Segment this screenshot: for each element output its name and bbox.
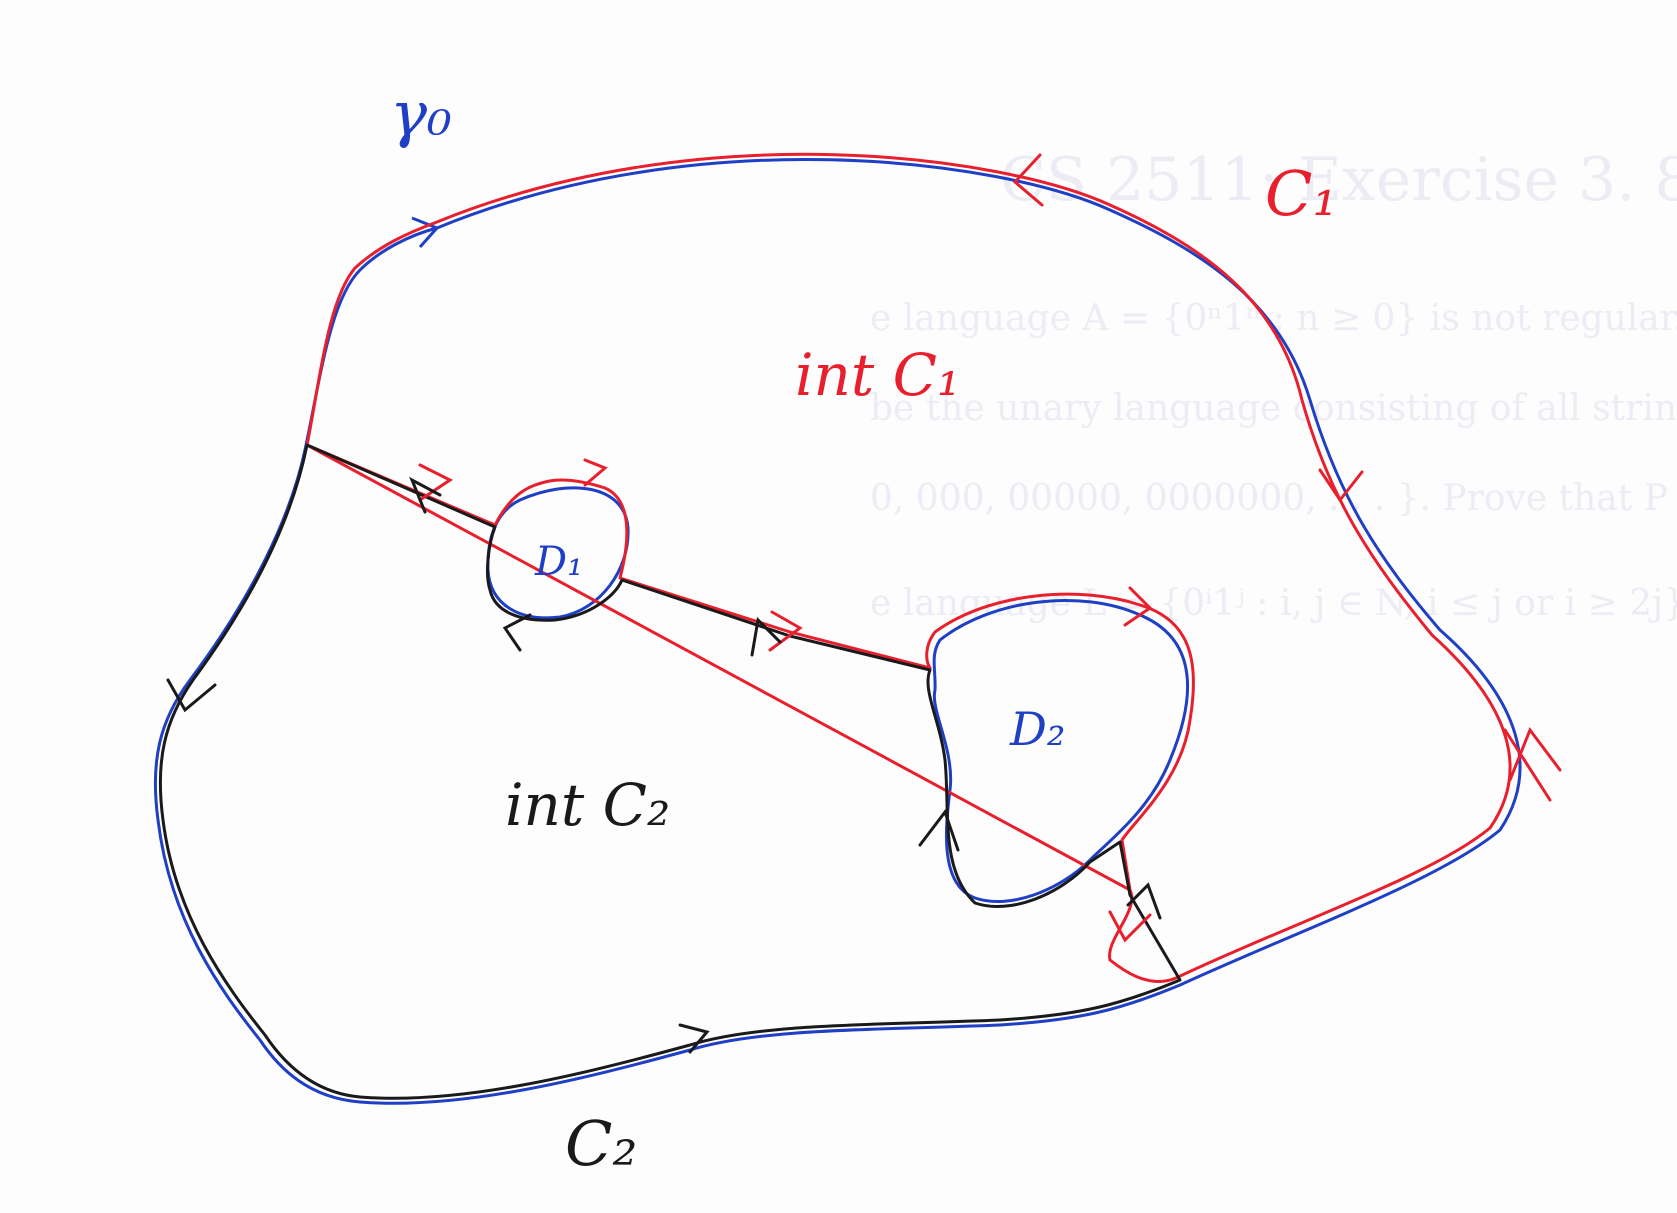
gamma0-curve (153, 158, 1522, 1105)
c1-label: C₁ (1265, 157, 1337, 230)
bleed-line-2: be the unary language consisting of all … (870, 388, 1677, 429)
int-c1-label: int C₁ (795, 341, 960, 409)
bleed-line-4: e language L = {0ⁱ1ʲ : i, j ∈ N, i ≤ j o… (870, 583, 1677, 624)
gamma0-label: γ₀ (390, 77, 452, 150)
c2-arrow-middle (750, 616, 782, 657)
gamma0-arrow (411, 216, 440, 249)
c2-arrow-bridge-right (1126, 882, 1162, 920)
bleed-through-text: CS 2511: Exercise 3. 8/3/2018 e language… (870, 145, 1677, 624)
c2-curve (158, 443, 1182, 1100)
c1-arrow-right (1318, 468, 1364, 503)
int-c2-label: int C₂ (505, 771, 670, 839)
c2-arrow-left (166, 678, 217, 713)
d1-label: D₁ (534, 539, 583, 585)
c1-arrow-lower-right (1508, 726, 1562, 782)
c2-arrow-bridge-left (409, 476, 442, 514)
d2-label: D₂ (1009, 702, 1065, 756)
c1-curve (305, 152, 1512, 983)
c2-arrow-d2-left (918, 808, 960, 852)
c1-arrow-bridge-left (418, 463, 453, 502)
c1-arrow-tick-right (1503, 728, 1552, 802)
c2-arrow-d1-bottom (502, 613, 532, 652)
c1-arrow-bridge-right (1108, 910, 1152, 943)
c1-arrow-d1-top (583, 458, 608, 487)
c2-direction-arrows (166, 476, 1162, 1054)
bleed-heading: CS 2511: Exercise 3. 8/3/2018 (1000, 145, 1677, 215)
bleed-line-3: 0, 000, 00000, 0000000, . . . }. Prove t… (870, 478, 1677, 519)
c1-arrow-d2-top (1123, 586, 1153, 627)
c2-arrow-bottom (678, 1023, 710, 1054)
c1-arrow-top (1012, 153, 1044, 207)
c2-label: C₂ (565, 1107, 637, 1180)
